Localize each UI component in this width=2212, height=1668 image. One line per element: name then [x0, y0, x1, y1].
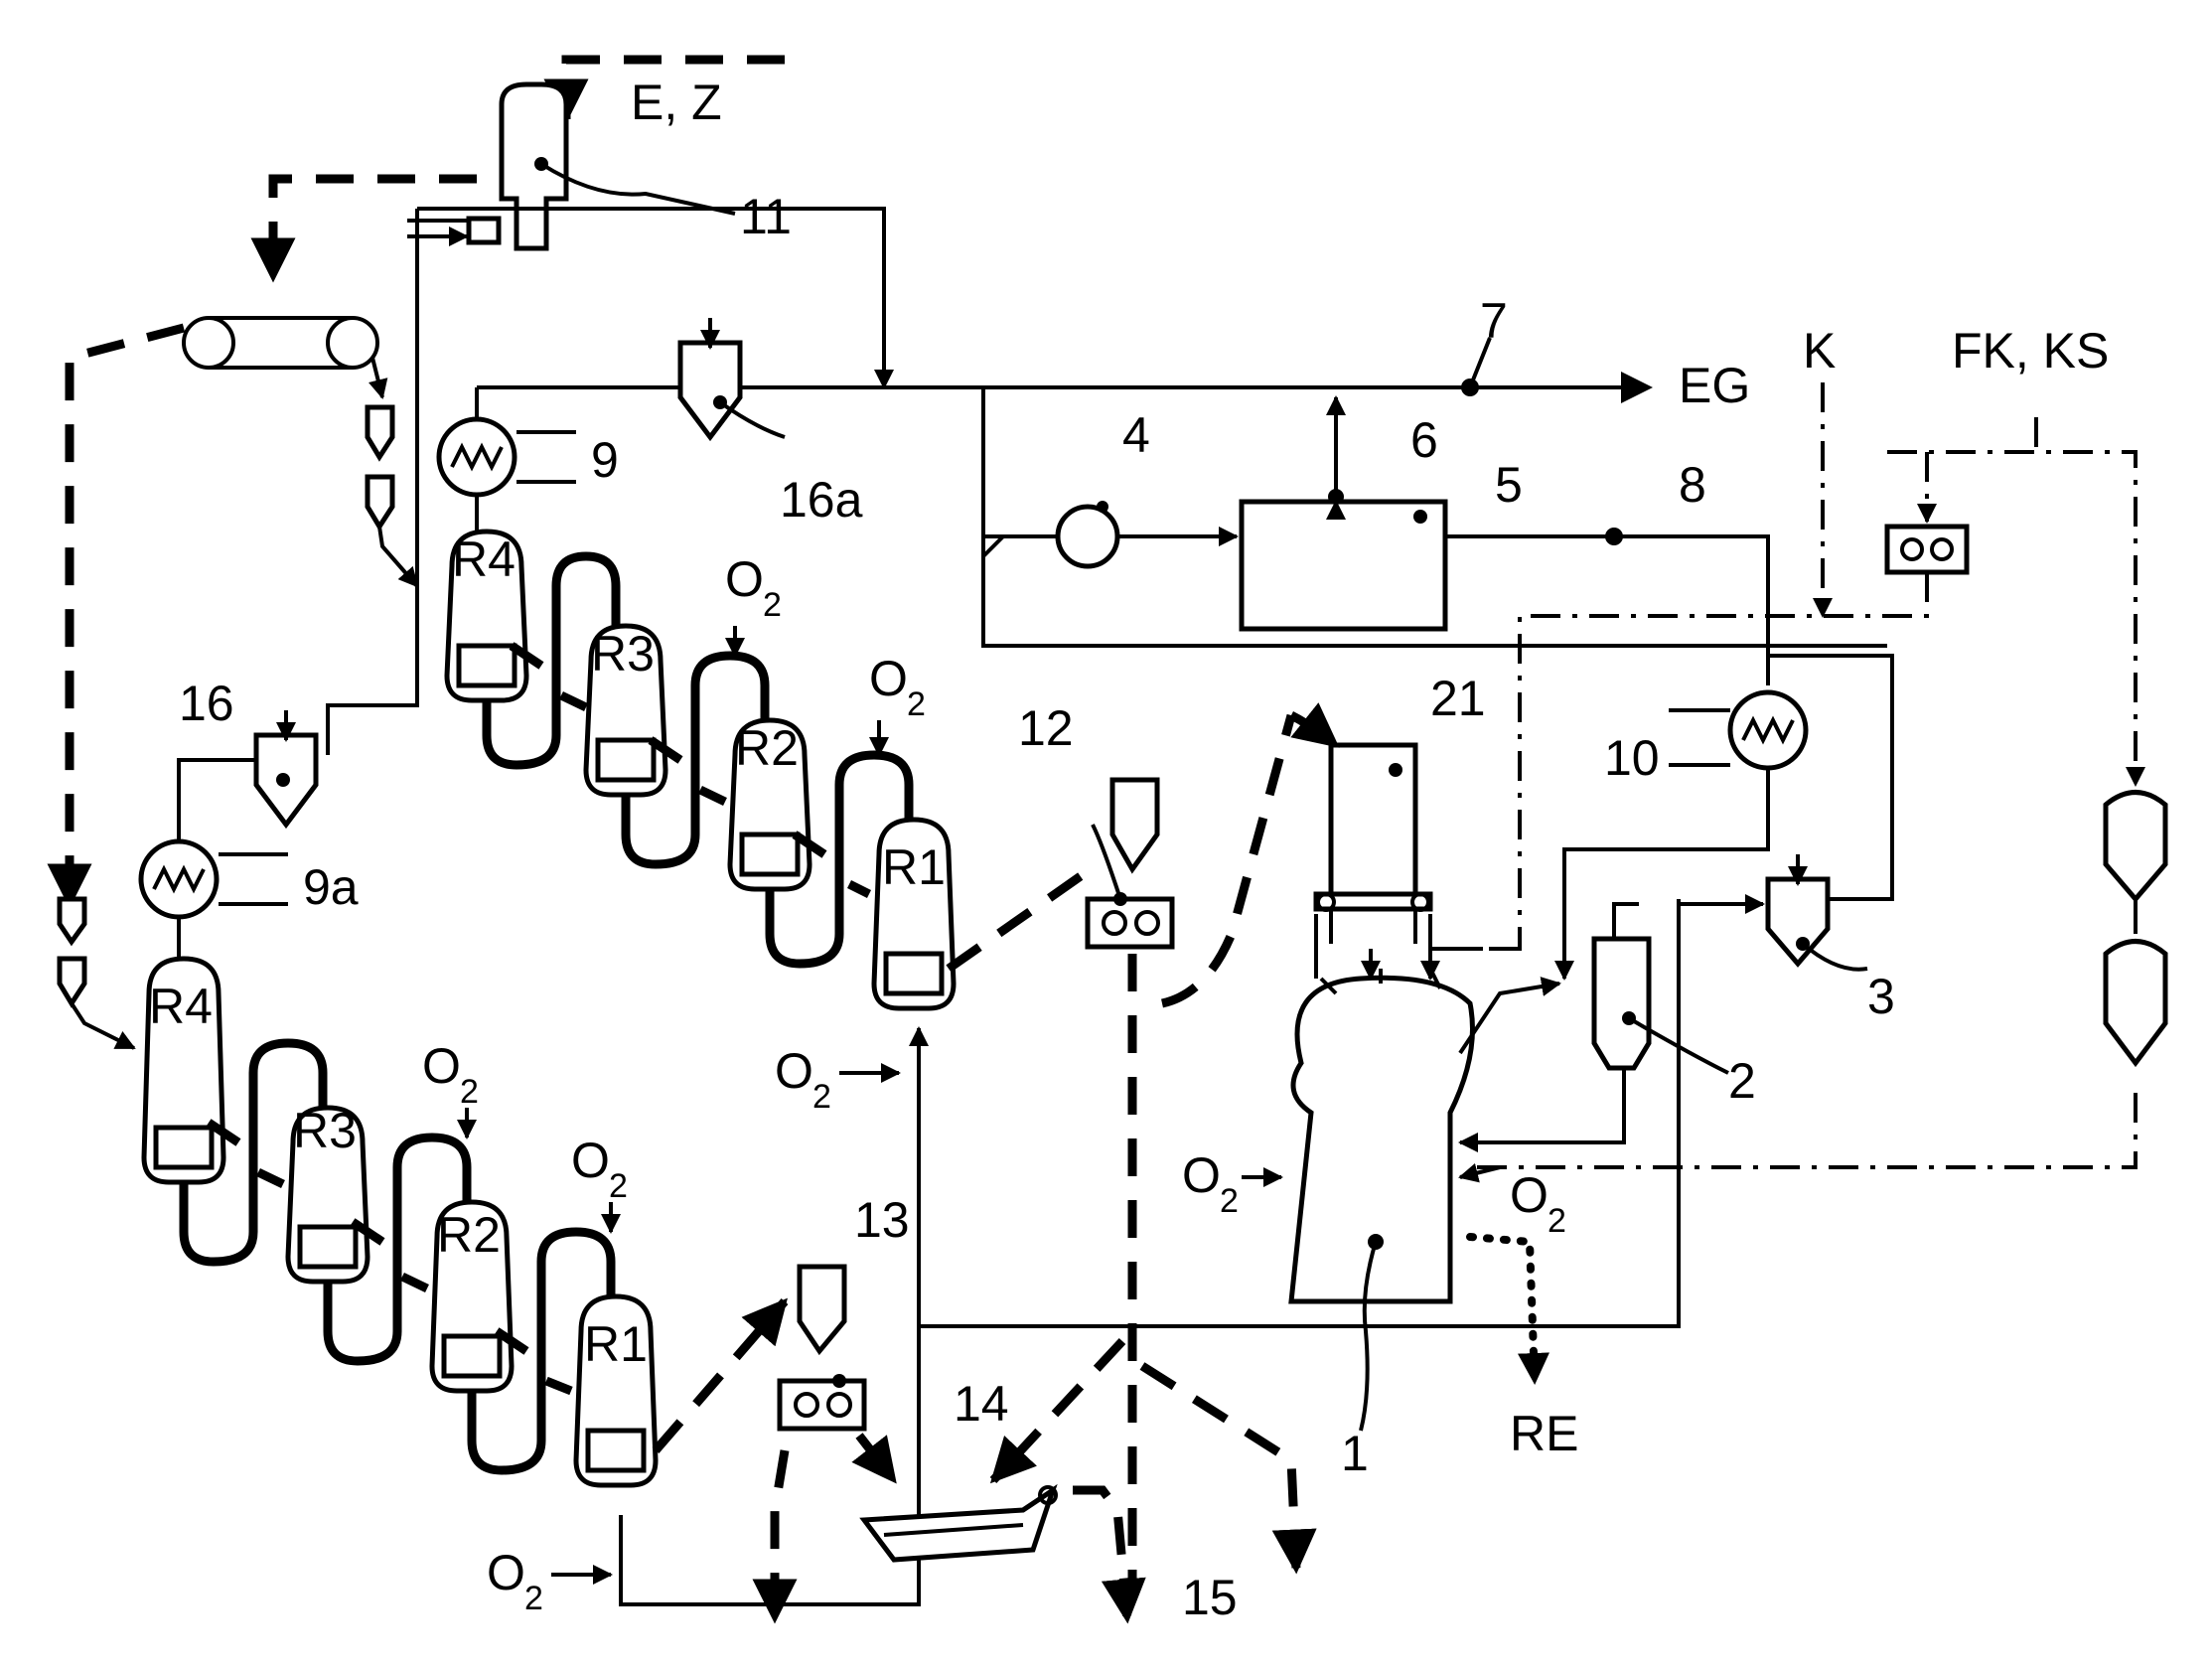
o2-upper-r1: O 2: [869, 651, 926, 723]
label-7: 7: [1480, 293, 1508, 349]
label-15: 15: [1182, 1570, 1238, 1625]
label-lower-r1: R1: [584, 1316, 648, 1372]
heat-exchanger-9: [439, 419, 576, 536]
o2-lower-r1: O 2: [571, 1133, 628, 1205]
svg-text:O: O: [1182, 1147, 1221, 1203]
label-10: 10: [1604, 730, 1660, 786]
svg-text:2: 2: [609, 1167, 628, 1205]
upper-reactor-chain: [447, 531, 954, 1008]
label-upper-r1: R1: [882, 839, 946, 895]
svg-text:O: O: [869, 651, 908, 706]
cyclone-2: [1460, 904, 1728, 1142]
svg-text:2: 2: [907, 685, 926, 723]
label-9: 9: [591, 432, 619, 488]
o2-melter-left: O 2: [1182, 1147, 1281, 1220]
lower-reactor-chain: [144, 959, 656, 1485]
o2-melter-right: O 2: [1460, 1167, 1566, 1240]
heat-exchanger-10: [1564, 692, 1806, 979]
svg-text:O: O: [422, 1038, 461, 1094]
label-16a: 16a: [780, 472, 863, 528]
label-21: 21: [1430, 671, 1486, 726]
upper-feed-bins: [368, 407, 417, 586]
svg-text:O: O: [775, 1043, 813, 1099]
label-3: 3: [1867, 969, 1895, 1024]
label-lower-r4: R4: [149, 979, 213, 1034]
svg-text:O: O: [571, 1133, 610, 1188]
label-upper-r3: R3: [591, 626, 655, 682]
svg-text:O: O: [725, 551, 764, 607]
label-4: 4: [1122, 407, 1150, 463]
unit-12: [949, 715, 1291, 1599]
svg-text:O: O: [1510, 1167, 1548, 1223]
svg-text:2: 2: [1548, 1202, 1566, 1240]
label-8: 8: [1679, 457, 1706, 513]
label-14: 14: [954, 1376, 1009, 1432]
label-9a: 9a: [303, 859, 359, 915]
label-eg: EG: [1679, 358, 1750, 413]
o2-lower-r2: O 2: [422, 1038, 479, 1111]
label-upper-r2: R2: [735, 720, 799, 776]
svg-text:2: 2: [524, 1580, 543, 1617]
o2-lower-bottom: O 2: [487, 1545, 611, 1617]
svg-text:2: 2: [460, 1073, 479, 1111]
svg-text:2: 2: [1220, 1182, 1239, 1220]
svg-text:2: 2: [812, 1078, 831, 1116]
label-upper-r4: R4: [452, 531, 516, 587]
label-lower-r3: R3: [293, 1103, 357, 1158]
additive-lines: [1430, 382, 2165, 1167]
svg-text:O: O: [487, 1545, 525, 1600]
label-11: 11: [740, 189, 792, 244]
label-12: 12: [1018, 700, 1074, 756]
label-2: 2: [1728, 1053, 1756, 1109]
label-feed-ez: E, Z: [631, 75, 722, 130]
label-5: 5: [1495, 457, 1523, 513]
svg-text:2: 2: [763, 586, 782, 624]
label-re: RE: [1510, 1406, 1578, 1461]
label-16: 16: [179, 676, 234, 731]
label-6: 6: [1410, 412, 1438, 468]
o2-upper-bottom: O 2: [775, 1043, 899, 1116]
label-fk-ks: FK, KS: [1952, 323, 2109, 379]
heat-exchanger-9a: [141, 841, 288, 959]
label-lower-r2: R2: [437, 1207, 501, 1263]
belt-conveyor: [70, 318, 382, 904]
unit-13: [656, 1267, 894, 1619]
label-k: K: [1803, 323, 1836, 379]
reducing-gas-lines: [621, 899, 1679, 1604]
cyclone-16a: [680, 318, 785, 437]
label-1: 1: [1341, 1426, 1369, 1481]
o2-upper-r2: O 2: [725, 551, 782, 624]
charging-device-21: [1291, 715, 1520, 979]
lower-feed-bins: [60, 899, 134, 1048]
label-13: 13: [854, 1192, 910, 1248]
